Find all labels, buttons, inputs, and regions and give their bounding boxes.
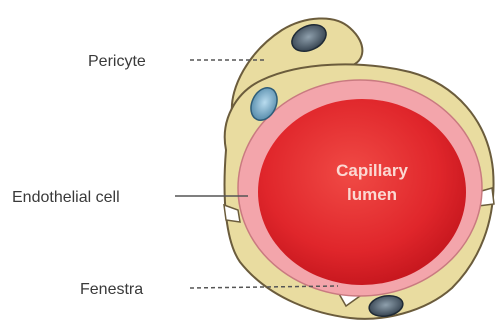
lumen-label-line2: lumen: [347, 185, 397, 204]
lumen-label-line1: Capillary: [336, 161, 408, 180]
endothelial-cell-label: Endothelial cell: [12, 189, 120, 206]
fenestra-label: Fenestra: [80, 281, 143, 298]
pericyte-label: Pericyte: [88, 53, 146, 70]
